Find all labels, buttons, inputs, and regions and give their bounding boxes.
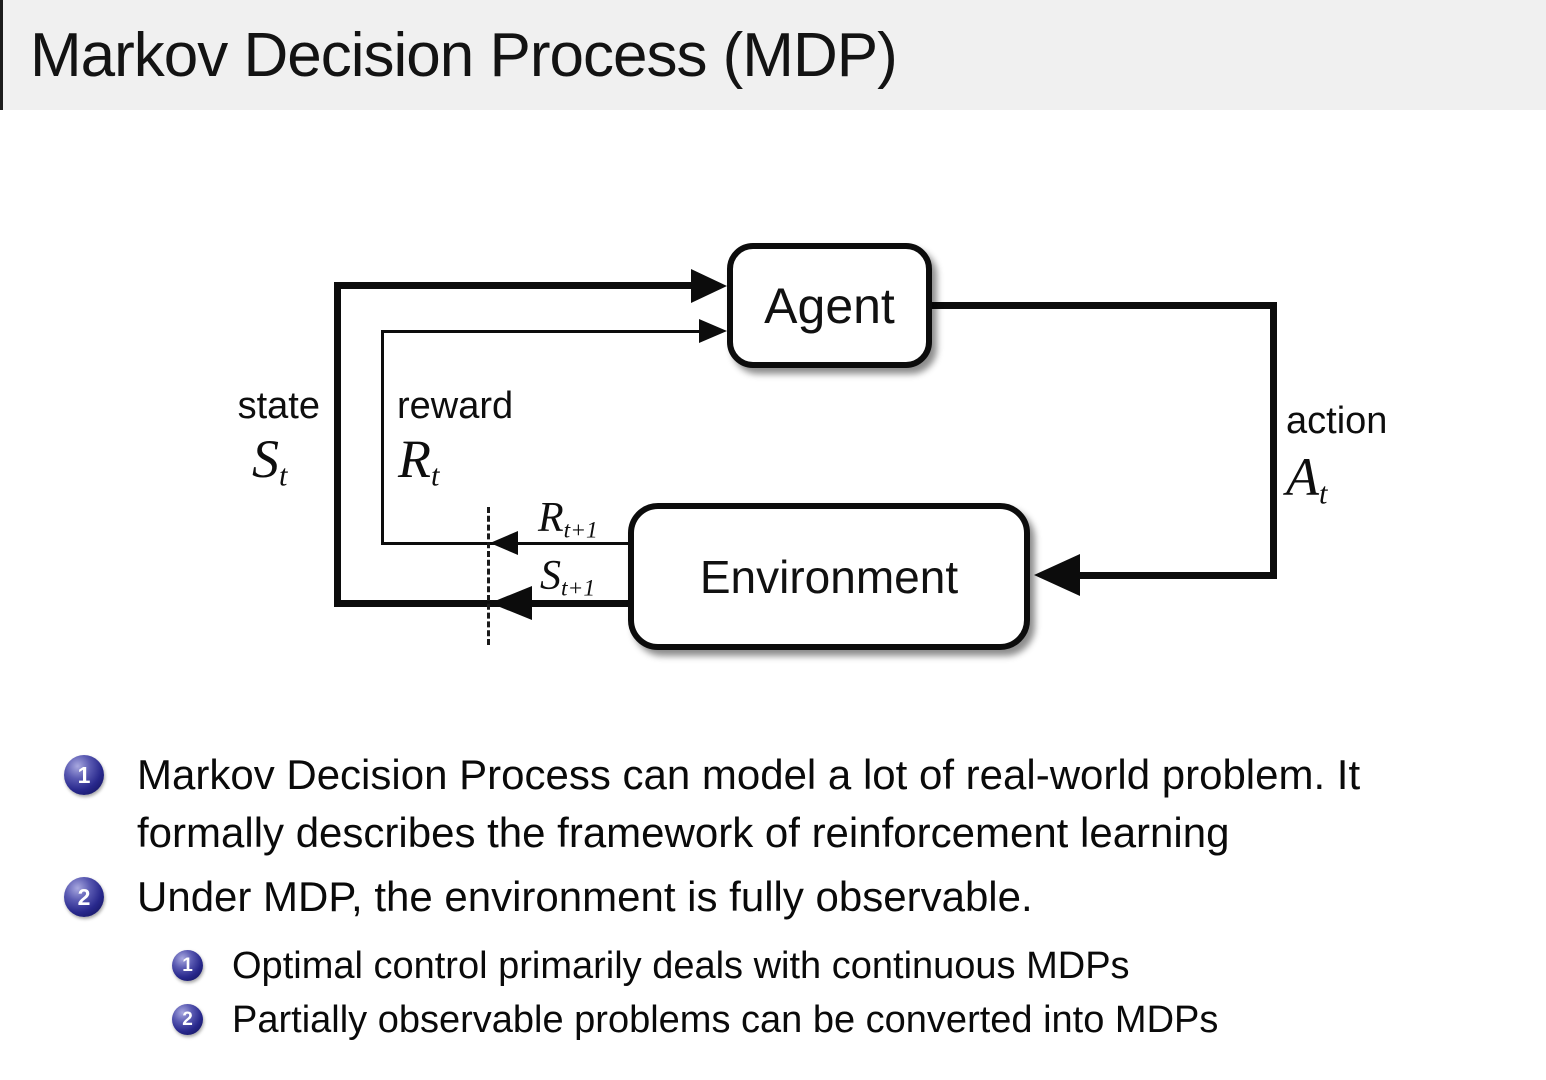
- action-line-bottom: [1078, 572, 1277, 579]
- enumerate-ball-number: 1: [182, 954, 193, 976]
- sub-enumerate-ball-1: 1: [172, 950, 203, 981]
- next-state-arrowhead: [490, 586, 532, 620]
- next-state-symbol-sub: t+1: [561, 575, 596, 602]
- action-arrowhead-into-environment: [1034, 554, 1080, 596]
- next-reward-symbol-base: R: [538, 495, 564, 541]
- action-symbol-base: A: [1286, 447, 1319, 507]
- reward-line-vertical: [381, 330, 384, 545]
- action-line-vertical: [1270, 302, 1277, 579]
- list-item: 2 Partially observable problems can be c…: [172, 993, 1516, 1047]
- title-band: Markov Decision Process (MDP): [0, 0, 1546, 110]
- enumerate-ball-number: 2: [182, 1008, 193, 1030]
- action-symbol: At: [1286, 446, 1327, 511]
- sub-enumerate-ball-2: 2: [172, 1004, 203, 1035]
- next-state-symbol: St+1: [540, 552, 595, 603]
- sub-bullet-list: 1 Optimal control primarily deals with c…: [0, 939, 1546, 1047]
- bullet-text: Under MDP, the environment is fully obse…: [137, 873, 1033, 920]
- list-item: 2 Under MDP, the environment is fully ob…: [64, 868, 1516, 926]
- state-arrowhead-into-agent: [691, 269, 727, 303]
- sub-bullet-text: Partially observable problems can be con…: [232, 999, 1219, 1041]
- enumerate-ball-number: 1: [77, 761, 91, 788]
- state-symbol: St: [252, 428, 287, 493]
- agent-label: Agent: [764, 277, 895, 334]
- action-label: action: [1286, 400, 1388, 442]
- reward-symbol-base: R: [398, 429, 431, 489]
- state-line-top: [337, 282, 702, 289]
- environment-label: Environment: [699, 550, 959, 603]
- page-title: Markov Decision Process (MDP): [30, 20, 898, 90]
- next-reward-symbol-sub: t+1: [563, 517, 598, 544]
- environment-box: Environment: [628, 503, 1030, 650]
- reward-arrowhead-into-agent: [699, 319, 727, 343]
- bullet-list: 1 Markov Decision Process can model a lo…: [0, 746, 1546, 1047]
- action-symbol-sub: t: [1319, 476, 1328, 511]
- state-line-vertical: [334, 282, 341, 607]
- reward-line-top: [381, 330, 699, 333]
- list-item: 1 Optimal control primarily deals with c…: [172, 939, 1516, 993]
- state-symbol-sub: t: [279, 458, 288, 493]
- list-item: 1 Markov Decision Process can model a lo…: [64, 746, 1516, 862]
- action-line-top: [932, 302, 1277, 309]
- reward-symbol-sub: t: [431, 458, 440, 493]
- state-label: state: [237, 385, 320, 427]
- bullet-text: Markov Decision Process can model a lot …: [137, 751, 1361, 856]
- enumerate-ball-number: 2: [77, 883, 91, 910]
- sub-bullet-text: Optimal control primarily deals with con…: [232, 945, 1130, 987]
- enumerate-ball-1: 1: [64, 755, 104, 795]
- timestep-dashed-line: [487, 507, 490, 645]
- agent-box: Agent: [727, 243, 932, 368]
- next-reward-symbol: Rt+1: [538, 494, 598, 545]
- next-reward-arrowhead: [490, 531, 518, 555]
- next-state-symbol-base: S: [540, 553, 561, 599]
- reward-label: reward: [397, 385, 514, 427]
- reward-symbol: Rt: [398, 428, 439, 493]
- state-line-bottom: [337, 600, 628, 607]
- state-symbol-base: S: [252, 429, 279, 489]
- enumerate-ball-2: 2: [64, 877, 104, 917]
